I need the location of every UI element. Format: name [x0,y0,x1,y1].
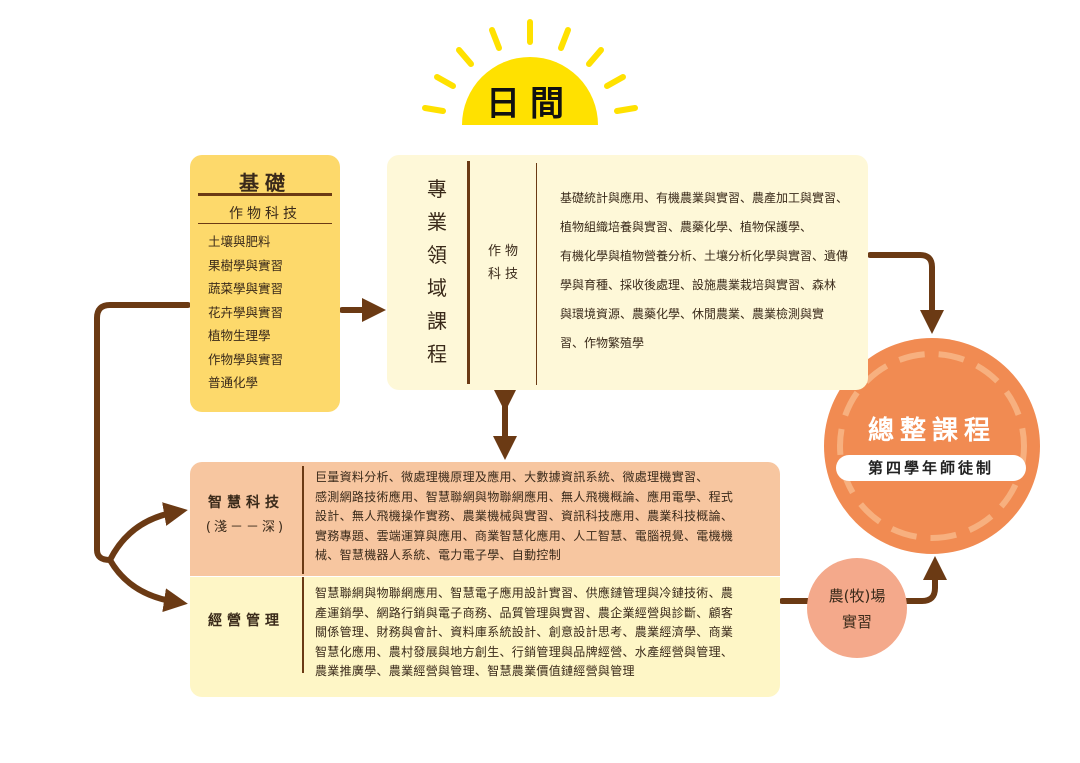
divider [198,223,332,224]
divider [302,577,304,673]
professional-track: 作物 科技 [485,240,525,286]
course-line: 有機化學與植物營養分析、土壤分析化學與實習、遺傳 [560,249,849,263]
arrow-to-smart [107,502,188,563]
basics-list: 土壤與肥料 果樹學與實習 蔬菜學與實習 花卉學與實習 植物生理學 作物學與實習 … [208,230,283,395]
track-label: 科技 [487,267,522,282]
capstone-subtitle: 第四學年師徒制 [836,455,1026,481]
arrow-pro-to-capstone [867,252,944,334]
course-line: 智慧聯網與物聯網應用、智慧電子應用設計實習、供應鏈管理與冷鏈技術、農 [315,586,734,600]
capstone-circle [824,338,1040,554]
list-item: 花卉學與實習 [208,304,284,320]
course-line: 基礎統計與應用、有機農業與實習、農產加工與實習、 [560,191,849,205]
farm-circle [807,558,907,658]
smart-tech-box: 智慧科技 (淺－－深) 巨量資料分析、微處理機原理及應用、大數據資訊系統、微處理… [190,462,780,576]
management-box: 經營管理 智慧聯網與物聯網應用、智慧電子應用設計實習、供應鏈管理與冷鏈技術、農 … [190,577,780,697]
list-item: 蔬菜學與實習 [208,281,284,296]
farm-practice-label: 農(牧)場 實習 [807,583,907,635]
professional-courses: 基礎統計與應用、有機農業與實習、農產加工與實習、 植物組織培養與實習、農藥化學、… [560,184,848,358]
capstone-title: 總整課程 [867,416,996,446]
basics-title: 基礎 [239,171,291,195]
list-item: 普通化學 [208,375,259,390]
list-item: 植物生理學 [208,328,271,343]
divider [467,161,470,384]
arrow-to-mgmt [107,557,188,613]
list-item: 土壤與肥料 [208,234,271,249]
list-item: 果樹學與實習 [208,257,284,273]
management-courses: 智慧聯網與物聯網應用、智慧電子應用設計實習、供應鏈管理與冷鏈技術、農 產運銷學、… [315,584,733,682]
professional-title: 專業領域課程 [427,177,447,366]
course-line: 關係管理、財務與會計、資料庫系統設計、創意設計思考、農業經濟學、商業 [315,625,734,639]
divider [198,193,332,196]
course-line: 習、作物繁殖學 [560,336,645,350]
smart-tech-title: 智慧科技 [208,495,284,511]
basics-box: 基礎 作物科技 土壤與肥料 果樹學與實習 蔬菜學與實習 花卉學與實習 植物生理學… [190,155,340,412]
farm-label-line: 農(牧)場 [828,587,886,605]
course-line: 植物組織培養與實習、農藥化學、植物保護學、 [560,220,813,234]
course-line: 感測網路技術應用、智慧聯網與物聯網應用、無人飛機概論、應用電學、程式 [315,489,734,504]
course-line: 學與育種、採收後處理、設施農業栽培與實習、森林 [560,278,837,292]
basics-subtitle: 作物科技 [229,206,301,222]
course-line: 與環境資源、農藥化學、休閒農業、農業檢測與實 [560,307,825,321]
list-item: 作物學與實習 [208,351,284,367]
course-line: 農業推廣學、農業經營與管理、智慧農業價值鏈經營與管理 [315,664,635,678]
course-line: 產運銷學、網路行銷與電子商務、品質管理與實習、農企業經營與診斷、顧客 [315,605,734,620]
farm-label-line: 實習 [841,613,872,631]
sun-title: 日間 [486,84,574,124]
course-line: 設計、無人飛機操作實務、農業機械與實習、資訊科技應用、農業科技概論、 [315,509,734,523]
divider [302,466,304,574]
sun-icon [422,19,638,125]
bracket-basics-to-tracks [94,302,191,563]
arrow-farm-to-capstone [903,556,947,604]
track-label: 作物 [487,244,522,259]
course-line: 巨量資料分析、微處理機原理及應用、大數據資訊系統、微處理機實習、 [315,470,709,484]
smart-tech-courses: 巨量資料分析、微處理機原理及應用、大數據資訊系統、微處理機實習、 感測網路技術應… [315,468,733,566]
divider [536,163,537,385]
professional-box: 專業領域課程 作物 科技 基礎統計與應用、有機農業與實習、農產加工與實習、 植物… [387,155,868,390]
course-line: 實務專題、雲端運算與應用、商業智慧化應用、人工智慧、電腦視覺、電機機 [315,528,734,543]
smart-tech-subtitle: (淺－－深) [205,520,287,535]
management-title: 經營管理 [208,613,284,629]
course-line: 智慧化應用、農村發展與地方創生、行銷管理與品牌經營、水產經營與管理、 [315,644,734,659]
course-line: 械、智慧機器人系統、電力電子學、自動控制 [315,548,562,562]
